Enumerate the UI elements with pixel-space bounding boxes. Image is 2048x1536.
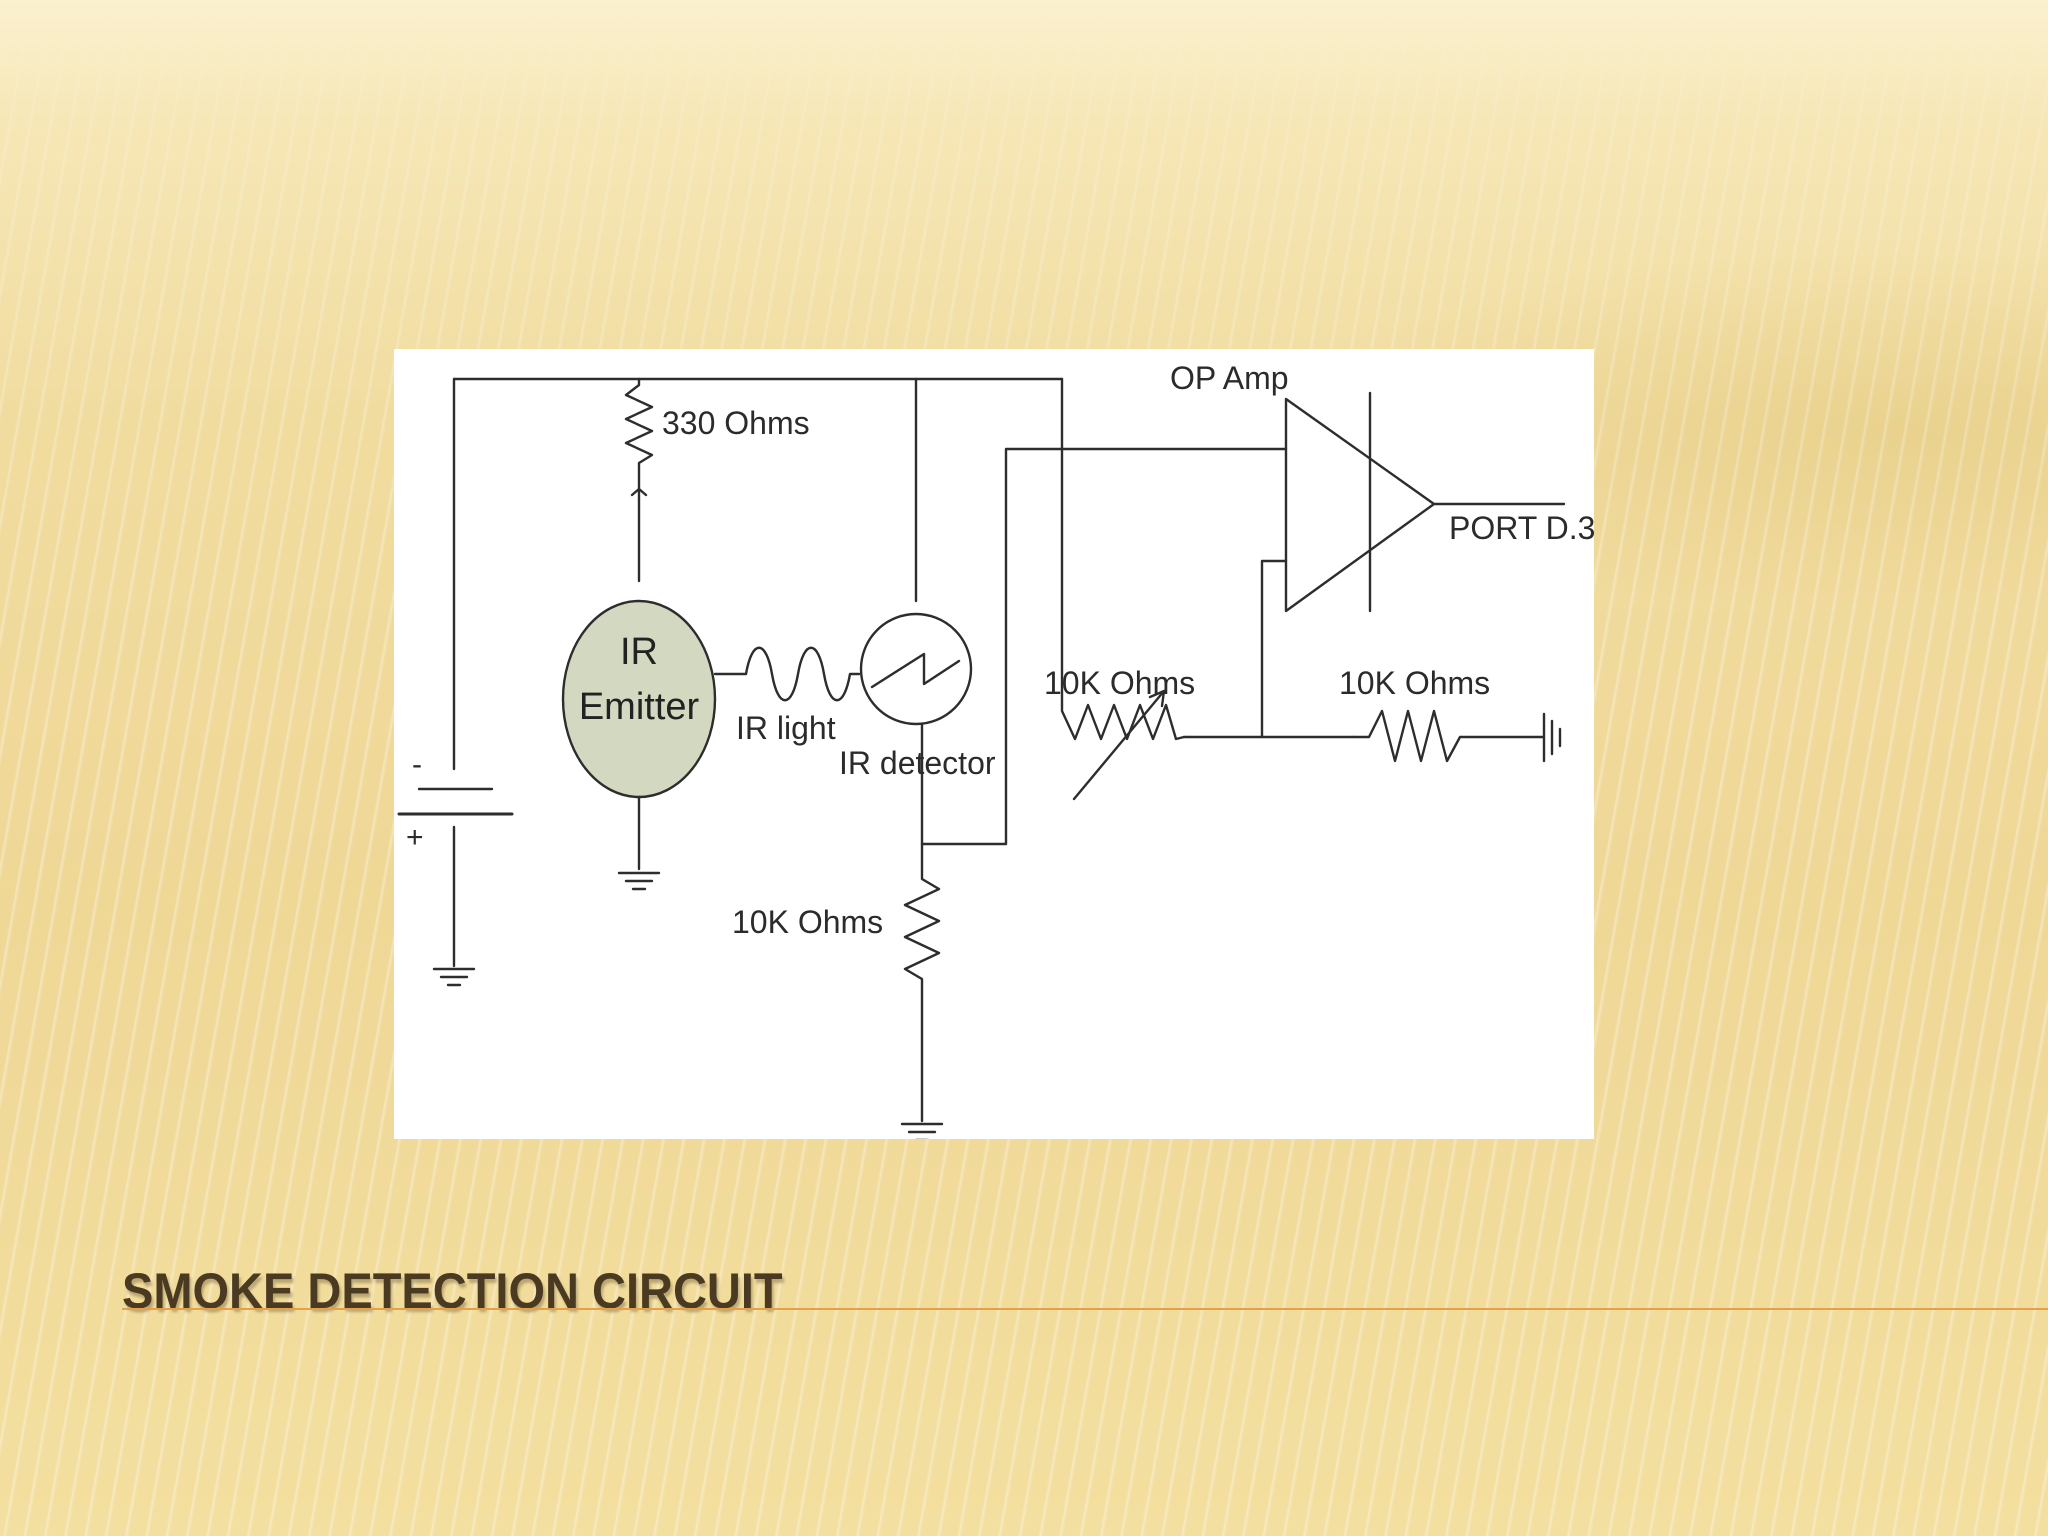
feedback-to-opamp-wire bbox=[1260, 559, 1288, 739]
battery-minus-label: - bbox=[412, 748, 422, 781]
op-amp-label: OP Amp bbox=[1170, 360, 1289, 396]
resistor-330-ohms bbox=[624, 377, 654, 583]
resistor-right-10k bbox=[1352, 709, 1546, 763]
ir-detector-label: IR detector bbox=[839, 745, 996, 781]
circuit-schematic: - + 330 Ohms IR Emitter IR light IR dete… bbox=[397, 360, 1594, 1139]
ir-emitter-label-line2: Emitter bbox=[579, 686, 700, 728]
resistor-330-label: 330 Ohms bbox=[662, 405, 810, 441]
resistor-bottom-10k bbox=[903, 842, 941, 1123]
circuit-diagram: - + 330 Ohms IR Emitter IR light IR dete… bbox=[394, 349, 1594, 1139]
battery-ground-icon bbox=[432, 967, 476, 987]
ir-emitter-label-line1: IR bbox=[620, 631, 658, 673]
ir-detector-symbol bbox=[870, 652, 961, 689]
chassis-ground-icon bbox=[1542, 712, 1562, 763]
slide-title: SMOKE DETECTION CIRCUIT bbox=[122, 1263, 783, 1319]
battery-plus-label: + bbox=[406, 821, 424, 854]
detector-to-opamp-wire bbox=[920, 447, 1288, 846]
detector-ground-icon bbox=[900, 1122, 944, 1139]
output-port-label: PORT D.3 bbox=[1449, 510, 1594, 546]
resistor-bottom-label: 10K Ohms bbox=[732, 904, 883, 940]
resistor-right-label: 10K Ohms bbox=[1339, 665, 1490, 701]
potentiometer-label: 10K Ohms bbox=[1044, 665, 1195, 701]
ir-detector bbox=[859, 612, 973, 726]
potentiometer-wiper-arrow bbox=[1072, 689, 1166, 801]
op-amp-triangle bbox=[1284, 397, 1436, 613]
emitter-ground-icon bbox=[617, 871, 661, 891]
ir-light-wave bbox=[713, 646, 861, 702]
potentiometer-10k bbox=[1060, 703, 1186, 741]
title-underline bbox=[122, 1308, 2048, 1310]
ir-light-label: IR light bbox=[736, 710, 836, 746]
resistor-330-arrow bbox=[630, 487, 648, 497]
